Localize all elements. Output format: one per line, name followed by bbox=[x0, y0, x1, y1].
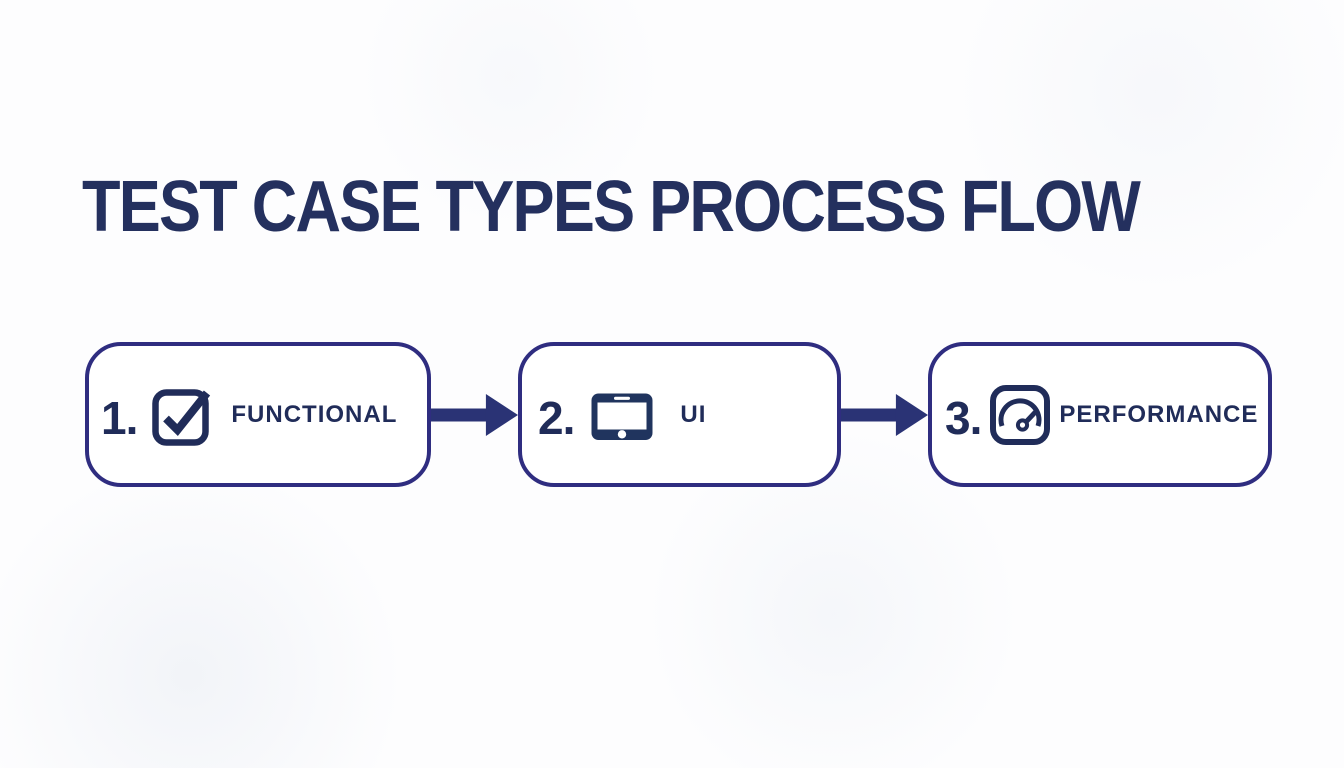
speedometer-gauge-icon bbox=[988, 383, 1052, 447]
step-box-functional: 1. FUNCTIONAL bbox=[85, 342, 431, 487]
step-label: PERFORMANCE bbox=[1059, 400, 1259, 428]
step-box-performance: 3. PERFORMANCE bbox=[928, 342, 1272, 487]
step-label: UI bbox=[680, 400, 707, 428]
step-number: 1. bbox=[101, 391, 138, 444]
tablet-device-icon bbox=[590, 387, 654, 443]
step-number: 2. bbox=[538, 391, 575, 444]
checkbox-check-icon bbox=[150, 383, 218, 447]
arrow-right-icon bbox=[841, 391, 928, 439]
arrow-right-icon bbox=[431, 391, 518, 439]
flow-row: 1. FUNCTIONAL 2. bbox=[85, 342, 1272, 487]
step-box-ui: 2. UI bbox=[518, 342, 841, 487]
step-label: FUNCTIONAL bbox=[231, 400, 398, 428]
diagram-title: TEST CASE TYPES PROCESS FLOW bbox=[82, 167, 1141, 247]
step-number: 3. bbox=[945, 391, 982, 444]
